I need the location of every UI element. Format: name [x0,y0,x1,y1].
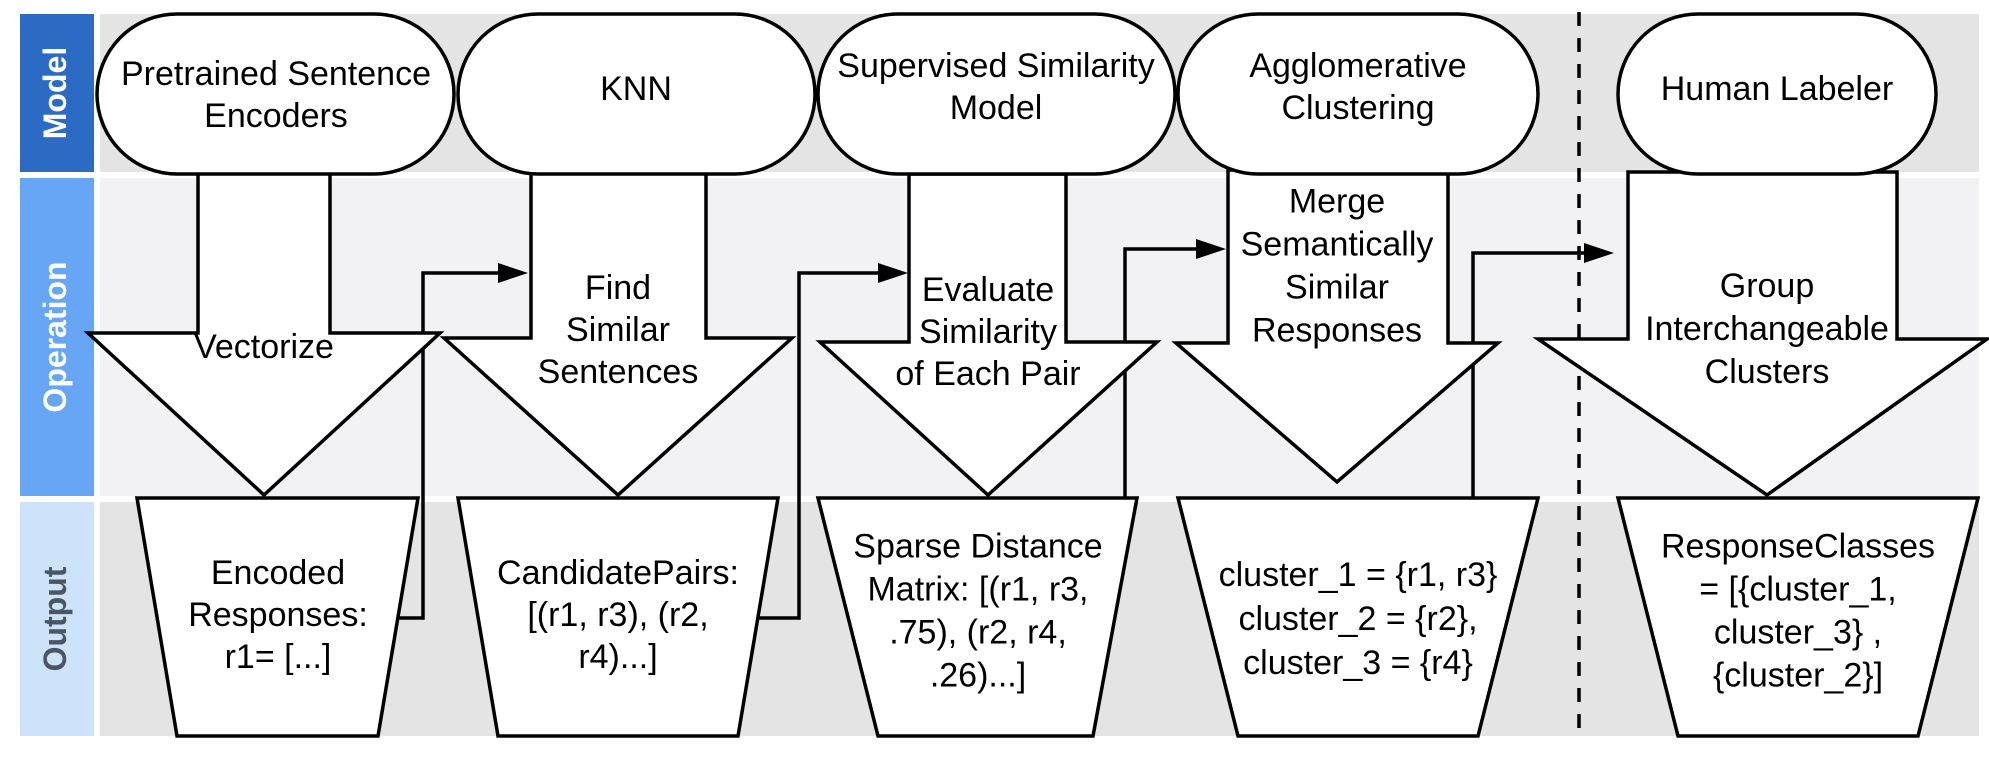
label-line: Sparse Distance [853,528,1102,566]
lane-label-operation: Operation [37,261,73,412]
label-line: cluster_3 = {r4} [1243,644,1473,682]
connectors [387,239,1614,620]
label-line: r1= [...] [225,638,332,676]
label-line: cluster_3} , [1714,614,1882,652]
label-line: Similar [566,311,670,349]
output-label-stage-5: ResponseClasses = [{cluster_1, cluster_3} … [1661,528,1935,695]
stage-3 [815,12,1177,738]
connector-1-to-2 [387,271,500,620]
lane-model-header [20,14,94,172]
model-node-supervised-similarity [816,12,1177,176]
label-line: Vectorize [194,328,334,366]
model-node-pretrained-encoders [95,12,456,176]
output-box-sparse-distance [815,496,1140,738]
label-line: Evaluate [922,271,1054,309]
connector-2-to-3-arrowhead [878,263,908,283]
label-line: Group [1720,267,1815,305]
label-line: Similar [1285,269,1389,307]
model-node-agglomerative-clustering [1176,12,1540,176]
connector-4-to-5-arrowhead [1584,243,1614,263]
model-node-human-labeler [1616,12,1938,176]
model-node-knn [456,12,817,176]
label-line: Merge [1289,183,1385,221]
label-line: Pretrained Sentence [121,55,431,93]
label-line: of Each Pair [895,355,1080,393]
output-box-encoded-responses [134,496,421,738]
label-line: Model [950,89,1043,127]
label-line: Interchangeable [1645,310,1889,348]
output-label-stage-4: cluster_1 = {r1, r3} cluster_2 = {r2}, clu… [1219,556,1498,682]
connector-3-to-4-arrowhead [1196,239,1226,259]
label-line: = [{cluster_1, [1699,571,1897,609]
lane-operation-header [20,178,94,496]
label-line: .75), (r2, r4, [889,614,1067,652]
operation-arrow-find-similar [439,170,797,498]
label-line: Human Labeler [1661,70,1893,108]
output-box-candidate-pairs [455,496,781,738]
lane-output-header [20,502,94,736]
connector-4-to-5 [1471,251,1586,498]
label-line: Find [585,269,651,307]
label-line: .26)...] [930,657,1026,695]
model-label-stage-2: KNN [600,70,672,108]
label-line: Matrix: [(r1, r3, [867,571,1088,609]
stage-4 [1171,12,1541,738]
label-line: Responses [1252,312,1422,350]
operation-arrow-vectorize [83,170,445,498]
label-line: CandidatePairs: [497,554,739,592]
stage-1 [83,12,456,738]
label-line: Similarity [919,313,1057,351]
output-box-clusters [1175,496,1541,738]
stage-2 [439,12,817,738]
stage-5 [1532,12,1989,738]
connector-3-to-4 [1123,247,1198,498]
output-label-stage-2: CandidatePairs: [(r1, r3), (r2, r4)...] [497,554,739,676]
operation-arrow-merge-responses [1171,168,1503,485]
label-line: Sentences [538,353,699,391]
label-line: Encoders [204,97,348,135]
operation-arrow-group-clusters [1532,170,1989,498]
connector-2-to-3 [749,271,880,620]
label-line: Responses: [188,596,368,634]
label-line: KNN [600,70,672,108]
label-line: Encoded [211,554,345,592]
label-line: cluster_2 = {r2}, [1238,600,1477,638]
lane-label-output: Output [37,566,73,671]
operation-arrow-evaluate-similarity [815,172,1162,498]
label-line: [(r1, r3), (r2, [527,596,708,634]
operation-label-stage-1: Vectorize [194,328,334,366]
output-box-response-classes [1615,496,1981,738]
connector-1-to-2-arrowhead [498,263,528,283]
label-line: Supervised Similarity [837,47,1154,85]
label-line: ResponseClasses [1661,528,1935,566]
label-line: cluster_1 = {r1, r3} [1219,556,1498,594]
label-line: {cluster_2}] [1713,657,1883,695]
model-label-stage-5: Human Labeler [1661,70,1893,108]
label-line: Clusters [1705,353,1830,391]
lane-label-model: Model [37,47,73,139]
label-line: Clustering [1281,89,1434,127]
label-line: r4)...] [578,638,657,676]
label-line: Semantically [1241,226,1434,264]
label-line: Agglomerative [1249,47,1466,85]
